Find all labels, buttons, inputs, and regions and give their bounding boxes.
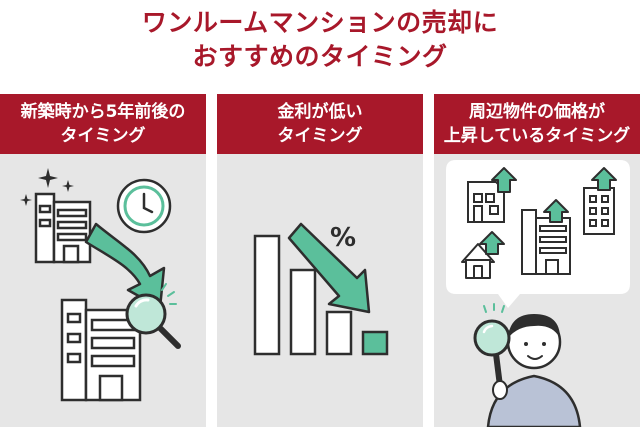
panel-header-low-interest: 金利が低い タイミング: [217, 94, 423, 154]
page-title-line-1: ワンルームマンションの売却に: [141, 8, 499, 37]
panel-header-rising-prices: 周辺物件の価格が 上昇しているタイミング: [434, 94, 640, 154]
panel-header-line-2: タイミング: [60, 126, 146, 146]
rising-prices-illustration: [446, 160, 630, 427]
arrow-up-icon: [591, 167, 617, 191]
new-building-illustration: [20, 168, 181, 402]
magnifier-icon: [125, 283, 181, 349]
panel-header-line-2: 上昇しているタイミング: [443, 126, 631, 146]
building-icon: [583, 187, 615, 235]
panel-header-line-1: 周辺物件の価格が: [469, 102, 605, 122]
building-icon: [34, 192, 92, 264]
arrow-up-icon: [491, 167, 517, 193]
bar-chart-icon: [253, 234, 389, 356]
panel-rising-prices: 周辺物件の価格が 上昇しているタイミング: [434, 94, 640, 427]
clock-icon: [116, 178, 172, 234]
house-icon: [461, 243, 495, 279]
building-icon: [521, 209, 571, 275]
panel-low-interest: 金利が低い タイミング %: [217, 94, 423, 427]
person-icon: [486, 314, 582, 427]
sparkle-icon: [20, 168, 74, 206]
panel-new-building: 新築時から5年前後の タイミング: [0, 94, 206, 427]
low-interest-illustration: %: [253, 222, 389, 356]
building-icon: [467, 181, 505, 223]
percent-symbol: %: [330, 223, 356, 253]
arrow-down-right-icon: [287, 222, 371, 314]
magnifier-icon: [473, 303, 511, 400]
panel-header-new-building: 新築時から5年前後の タイミング: [0, 94, 206, 154]
panel-header-line-2: タイミング: [277, 126, 363, 146]
page-title: ワンルームマンションの売却に おすすめのタイミング: [0, 6, 640, 74]
panel-header-line-1: 新築時から5年前後の: [20, 102, 186, 122]
panel-header-line-1: 金利が低い: [277, 102, 363, 122]
page-title-line-2: おすすめのタイミング: [192, 42, 448, 71]
arrow-up-icon: [479, 231, 505, 255]
arrow-up-icon: [543, 199, 569, 223]
